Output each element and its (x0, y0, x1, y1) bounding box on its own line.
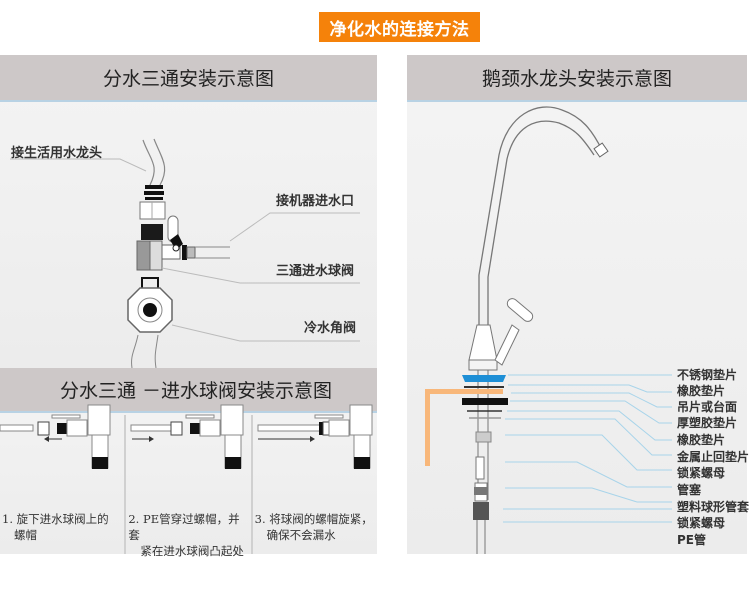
faucet-installation-panel: 鹅颈水龙头安装示意图 (407, 55, 750, 554)
label-angle-valve: 冷水角阀 (304, 321, 357, 336)
faucet-body (468, 324, 498, 361)
step-1-text: 1. 旋下进水球阀上的 螺帽 (2, 512, 109, 542)
step-2: 2. PE管穿过螺帽，并套 紧在进水球阀凸起处 (126, 404, 253, 558)
faucet-part-label: 金属止回垫片 (677, 450, 750, 464)
faucet-part-label: 锁紧螺母 (677, 516, 726, 530)
faucet-part-label: 管塞 (677, 483, 702, 497)
lock-nut-2 (473, 502, 489, 520)
thick-washer (462, 398, 508, 405)
gooseneck-spout (478, 106, 603, 325)
tee-body (136, 240, 151, 271)
tee-body-top (141, 224, 163, 240)
step-3-diagram (257, 404, 373, 469)
label-faucet: 接生活用水龙头 (11, 146, 103, 161)
step-1: 1. 旋下进水球阀上的 螺帽 (0, 404, 127, 554)
upper-hose-2 (153, 138, 166, 186)
step-3: 3. 将球阀的螺帽旋紧， 确保不会漏水 (253, 404, 377, 554)
leader-faucet (10, 158, 147, 172)
steel-washer (462, 375, 506, 382)
faucet-part-label: 橡胶垫片 (677, 384, 726, 398)
valve-installation-panel: 分水三通 －进水球阀安装示意图 1. 旋下进水球阀上的 螺帽 (0, 368, 377, 558)
watermark (365, 178, 374, 211)
page-title: 净化水的连接方法 (319, 12, 480, 42)
faucet-part-label: 锁紧螺母 (677, 466, 726, 480)
faucet-handle (494, 324, 520, 366)
faucet-panel-title: 鹅颈水龙头安装示意图 (407, 55, 747, 102)
spout-tip (593, 142, 609, 158)
ball-sleeve (474, 487, 488, 495)
step-1-diagram (0, 404, 111, 469)
label-machine-inlet: 接机器进水口 (276, 194, 355, 209)
faucet-part-label: 橡胶垫片 (677, 433, 726, 447)
faucet-diagram (425, 106, 672, 554)
faucet-part-label: 塑料球形管套 (677, 500, 750, 514)
label-tee-valve: 三通进水球阀 (276, 264, 355, 279)
counter-top (425, 389, 503, 394)
step-2-diagram (130, 404, 244, 469)
faucet-part-label: PE管 (677, 533, 706, 547)
lock-nut-1 (475, 431, 492, 443)
tee-installation-panel: 分水三通安装示意图 (0, 55, 377, 369)
upper-hose (142, 139, 155, 186)
faucet-part-label: 厚塑胶垫片 (677, 416, 738, 430)
leader-angle-valve (171, 324, 360, 342)
step-3-text: 3. 将球阀的螺帽旋紧， 确保不会漏水 (254, 512, 373, 542)
tee-panel-title: 分水三通安装示意图 (0, 55, 377, 102)
leader-machine (229, 212, 360, 242)
thread-coupling (144, 185, 164, 200)
leader-tee-valve (161, 267, 360, 284)
faucet-part-label: 不锈钢垫片 (677, 368, 738, 382)
valve-panel-title: 分水三通 －进水球阀安装示意图 (0, 368, 377, 413)
tube-plug (475, 456, 485, 480)
tee-diagram (10, 138, 360, 369)
step-2-text: 2. PE管穿过螺帽，并套 紧在进水球阀凸起处 (128, 512, 244, 558)
leader-lines (503, 374, 672, 523)
faucet-part-label: 吊片或台面 (677, 400, 738, 414)
